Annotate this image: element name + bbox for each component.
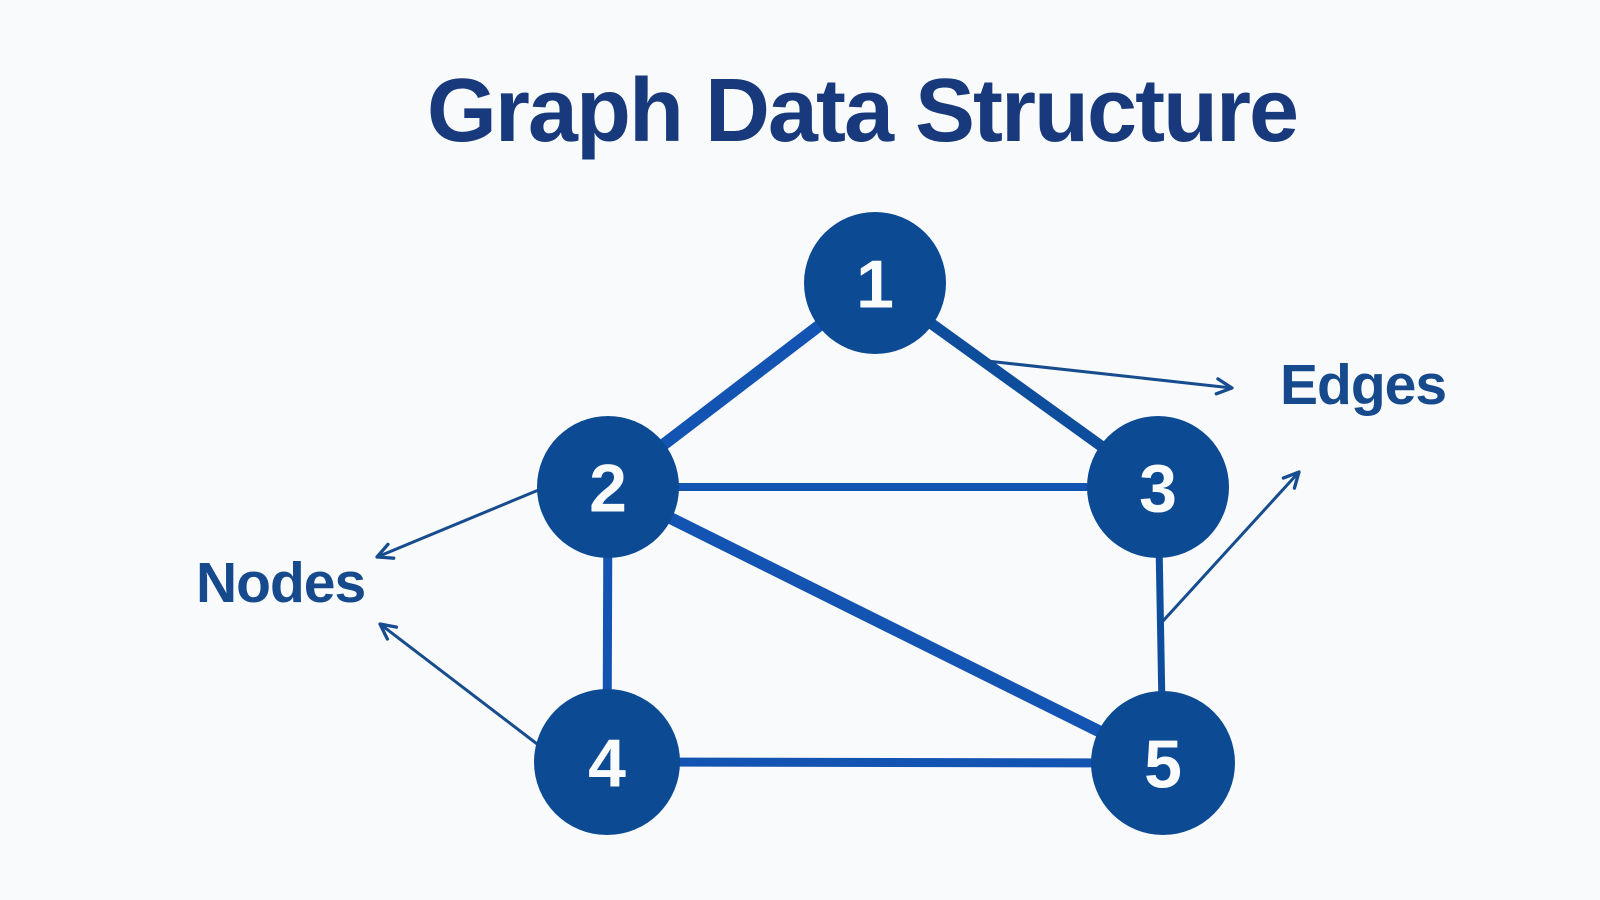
nodes-layer: 1 2 3 4 5: [534, 212, 1235, 835]
annotation-arrow-nodes-3: [378, 622, 546, 752]
edges-label: Edges: [1280, 353, 1447, 417]
graph-edge-2-5: [605, 481, 1166, 769]
nodes-label: Nodes: [196, 551, 366, 615]
diagram-title: Graph Data Structure: [426, 61, 1299, 161]
node-label-2: 2: [589, 450, 627, 526]
edges-layer: [602, 278, 1167, 769]
node-circle-3: [1087, 416, 1229, 558]
annotation-arrows-layer: [375, 359, 1301, 752]
node-circle-5: [1091, 691, 1235, 835]
node-label-4: 4: [588, 725, 626, 801]
node-circle-1: [804, 212, 946, 354]
annotation-arrow-edges-1: [1161, 470, 1301, 623]
node-label-3: 3: [1139, 450, 1177, 526]
annotation-arrow-nodes-2: [375, 487, 542, 560]
node-label-1: 1: [856, 246, 894, 322]
node-circle-2: [537, 416, 679, 558]
node-circle-4: [534, 689, 680, 835]
annotation-arrow-edges-0: [986, 359, 1234, 396]
node-label-5: 5: [1144, 726, 1182, 802]
graph-edge-4-5: [606, 757, 1164, 768]
